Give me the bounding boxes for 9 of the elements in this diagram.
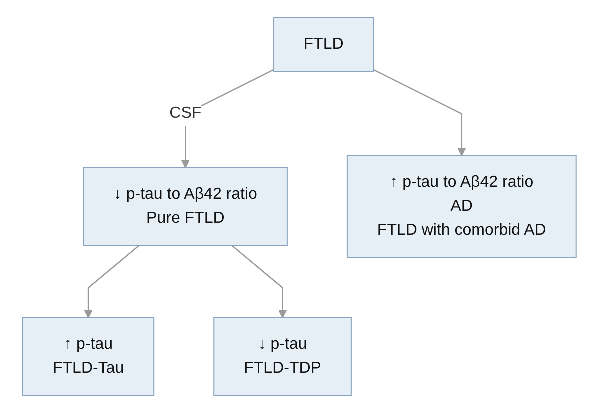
node-box: ↑ p-tau FTLD-Tau [22, 318, 154, 396]
node-box: FTLD [273, 18, 374, 72]
edge-label: CSF [169, 104, 202, 122]
arrow [232, 246, 287, 318]
node-box: ↑ p-tau to Aβ42 ratio AD FTLD with comorbid AD [346, 156, 577, 258]
arrow [373, 69, 466, 156]
node-box: ↓ p-tau FTLD-TDP [213, 318, 352, 396]
node-box: ↓ p-tau to Aβ42 ratio Pure FTLD [83, 168, 288, 246]
arrow [84, 246, 140, 318]
